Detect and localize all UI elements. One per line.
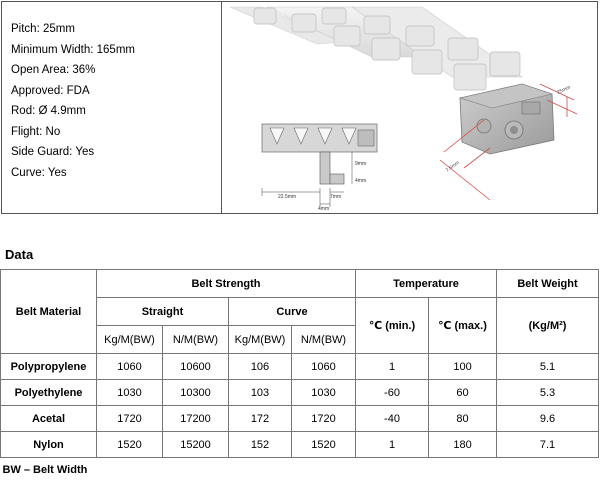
header-belt-material: Belt Material: [0, 269, 97, 354]
spec-list: Pitch: 25mm Minimum Width: 165mm Open Ar…: [11, 19, 135, 183]
spec-approved: Approved: FDA: [11, 84, 90, 97]
dim-4mm-bottom: 4mm: [318, 206, 329, 212]
spec-rod: Rod: Ø 4.9mm: [11, 105, 86, 117]
spec-flight: Flight: No: [11, 125, 61, 138]
data-title: Data: [5, 247, 34, 262]
spec-pitch: Pitch: 25mm: [11, 23, 75, 35]
header-straight-kg: Kg/M(BW): [96, 325, 163, 354]
header-belt-strength: Belt Strength: [96, 269, 356, 298]
table-row: Polyethylene 1030 10300 103 1030 -60 60 …: [0, 379, 600, 406]
spec-panel: Pitch: 25mm Minimum Width: 165mm Open Ar…: [2, 2, 222, 213]
footnote-belt-width: BW – Belt Width: [0, 457, 599, 481]
header-curve-kg: Kg/M(BW): [228, 325, 292, 354]
header-weight-unit: (Kg/M²): [496, 297, 600, 354]
header-straight-n: N/M(BW): [162, 325, 229, 354]
dim-7-5mm: 7.5mm: [445, 160, 461, 174]
belt-drawing-panel: 25mm 7.5mm: [222, 2, 597, 213]
spec-box: Pitch: 25mm Minimum Width: 165mm Open Ar…: [1, 1, 598, 214]
spec-open-area: Open Area: 36%: [11, 64, 96, 76]
dim-4mm-right: 4mm: [355, 178, 366, 184]
header-temp-max: ℃ (max.): [427, 297, 498, 354]
spec-curve: Curve: Yes: [11, 166, 67, 179]
header-curve: Curve: [228, 297, 356, 326]
cross-section-drawing: 22.5mm 7mm 4mm 9mm 4mm: [261, 123, 378, 212]
header-curve-n: N/M(BW): [291, 325, 356, 354]
dim-9mm: 9mm: [355, 161, 366, 167]
dim-25mm: 25mm: [556, 84, 571, 95]
dim-7mm: 7mm: [330, 194, 341, 200]
table-row: Polypropylene 1060 10600 106 1060 1 100 …: [0, 353, 600, 380]
header-straight: Straight: [96, 297, 229, 326]
spec-min-width: Minimum Width: 165mm: [11, 43, 135, 56]
header-temperature: Temperature: [354, 269, 498, 298]
table-row: Nylon 1520 15200 152 1520 1 180 7.1: [0, 431, 600, 458]
belt-drawing: 25mm 7.5mm: [229, 6, 578, 212]
table-row: Acetal 1720 17200 172 1720 -40 80 9.6: [0, 405, 600, 432]
red-dimension-lines: [439, 83, 578, 201]
dim-22-5mm: 22.5mm: [278, 194, 296, 200]
belt-data-table: Belt Material Belt Strength Temperature …: [0, 269, 600, 481]
spec-side-guard: Side Guard: Yes: [11, 146, 95, 158]
header-belt-weight: Belt Weight: [496, 269, 600, 298]
belt-3d-render: [229, 6, 555, 155]
header-temp-min: ℃ (min.): [355, 297, 429, 354]
